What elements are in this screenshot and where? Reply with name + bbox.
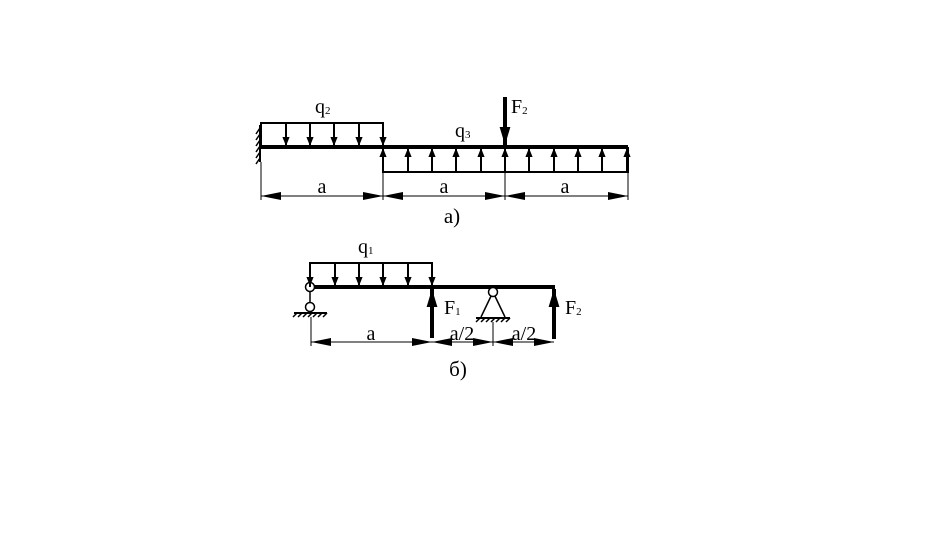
label-F1: F1 xyxy=(444,297,461,319)
dim-label-b-1: a xyxy=(367,323,376,345)
dimension-line-a xyxy=(260,147,629,200)
dim-label-a-2: a xyxy=(440,176,449,198)
caption-b: б) xyxy=(449,357,467,381)
dim-label-b-2: a/2 xyxy=(450,323,474,345)
dimension-line-b xyxy=(310,317,554,346)
pin-support-icon xyxy=(475,286,511,323)
label-F2-b: F2 xyxy=(565,297,582,319)
distributed-load-q1 xyxy=(306,262,436,287)
dim-label-a-1: a xyxy=(318,176,327,198)
diagram-a: q2 q3 F2 xyxy=(255,96,631,228)
distributed-load-q2 xyxy=(260,122,387,147)
dim-label-a-3: a xyxy=(561,176,570,198)
diagram-b: q1 F1 F2 xyxy=(292,236,582,381)
label-q1: q1 xyxy=(358,236,374,258)
dim-label-b-3: a/2 xyxy=(512,323,536,345)
label-F2-a: F2 xyxy=(511,96,528,118)
label-q2: q2 xyxy=(315,96,331,118)
fixed-support-icon xyxy=(255,125,261,165)
caption-a: а) xyxy=(444,204,460,228)
label-q3: q3 xyxy=(455,120,471,142)
